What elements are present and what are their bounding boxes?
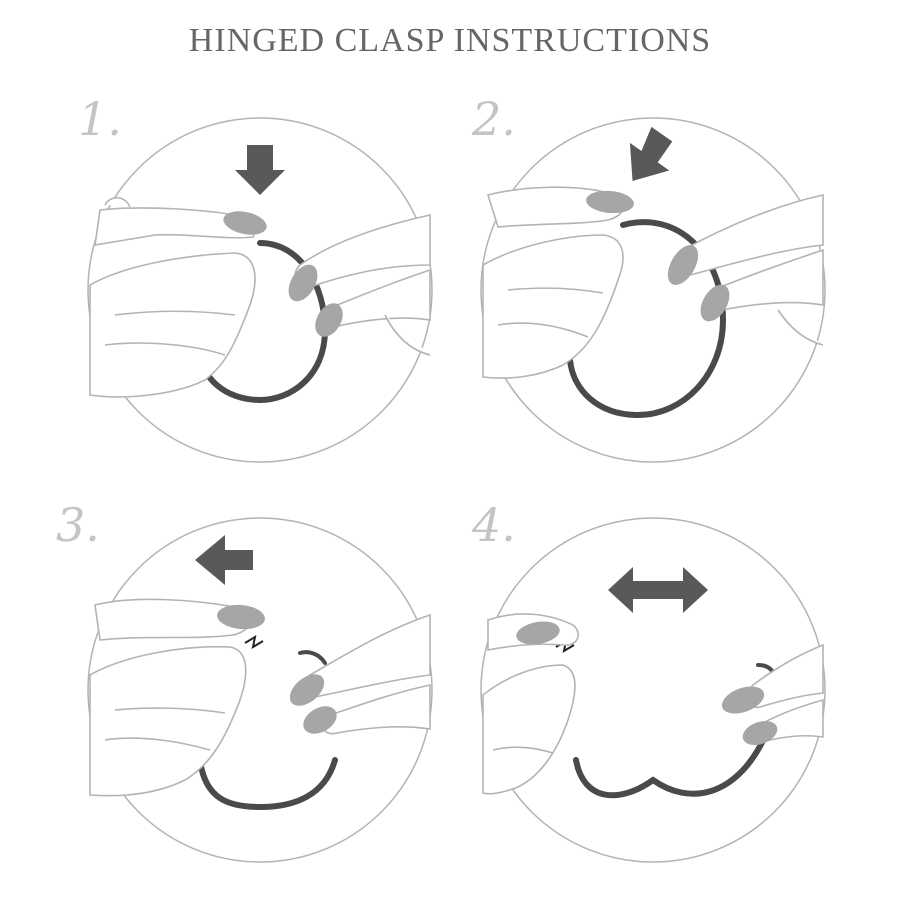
step-1-panel xyxy=(85,115,435,465)
step-2-ring xyxy=(567,219,727,419)
step-2-right-nail-a xyxy=(667,245,699,285)
step-1-right-nail-a xyxy=(288,264,318,302)
step-4-number: 4. xyxy=(472,498,516,552)
step-2-left-nail xyxy=(586,190,634,214)
step-2-right-nail-b xyxy=(700,284,730,322)
step-2-panel xyxy=(478,115,828,465)
step-3-left-hand xyxy=(89,598,251,797)
step-4-panel xyxy=(478,515,828,865)
step-1-down-arrow xyxy=(235,145,285,195)
page-title: HINGED CLASP INSTRUCTIONS xyxy=(188,22,712,59)
step-3-number: 3. xyxy=(56,498,100,552)
step-3-clasp-hinge xyxy=(244,634,264,650)
step-1-number: 1. xyxy=(78,92,122,146)
step-4-right-nail-b xyxy=(742,720,778,746)
step-3-panel xyxy=(85,515,435,865)
step-3-ring-bottom xyxy=(197,757,338,811)
step-4-right-nail-a xyxy=(721,686,765,714)
step-3-left-nail xyxy=(217,604,265,630)
step-3-right-nail-a xyxy=(289,674,325,706)
step-4-ring xyxy=(573,727,771,799)
step-2-number: 2. xyxy=(472,92,516,146)
step-4-illustration xyxy=(480,517,826,863)
step-1-left-nail xyxy=(223,211,267,235)
step-3-left-arrow xyxy=(195,535,253,585)
step-4-left-nail xyxy=(516,621,560,645)
step-4-left-right-arrow xyxy=(608,567,708,613)
step-2-down-left-arrow xyxy=(629,126,673,181)
step-3-ring-open-end xyxy=(298,650,327,665)
step-2-left-hand xyxy=(482,186,624,379)
step-3-illustration xyxy=(87,517,433,863)
step-1-left-hand xyxy=(89,196,256,398)
step-3-right-nail-b xyxy=(303,706,337,734)
step-1-illustration xyxy=(87,117,433,463)
step-1-right-nail-b xyxy=(315,303,343,337)
step-2-illustration xyxy=(480,117,826,463)
